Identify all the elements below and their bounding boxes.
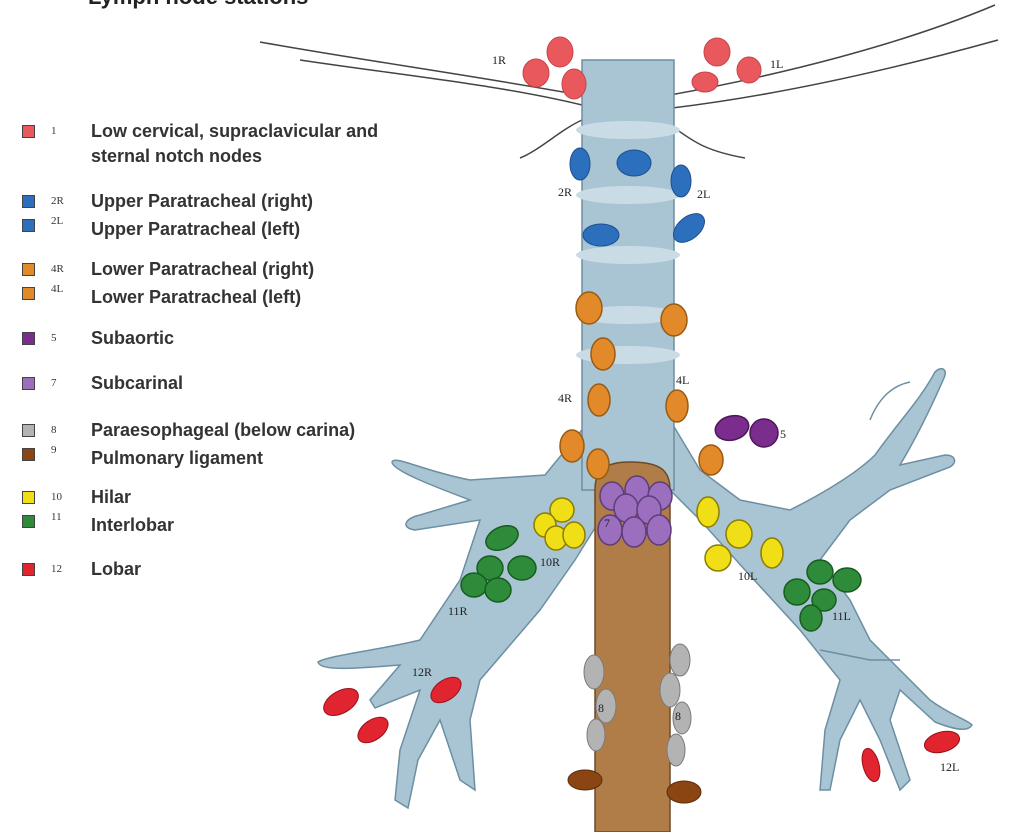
legend-swatch-12 bbox=[22, 563, 35, 576]
legend-code-4L: 4L bbox=[51, 283, 63, 295]
station-5-nodes bbox=[712, 412, 778, 447]
legend-label-5: Subaortic bbox=[91, 326, 174, 351]
legend-code-4R: 4R bbox=[51, 263, 64, 275]
legend-label-9: Pulmonary ligament bbox=[91, 446, 263, 471]
legend-label-11: Interlobar bbox=[91, 513, 174, 538]
legend-label-12: Lobar bbox=[91, 557, 141, 582]
label-12L: 12L bbox=[940, 760, 959, 774]
label-11R: 11R bbox=[448, 604, 468, 618]
legend-code-11: 11 bbox=[51, 511, 62, 523]
legend-code-7: 7 bbox=[51, 377, 57, 389]
legend-swatch-2R bbox=[22, 195, 35, 208]
legend-code-5: 5 bbox=[51, 332, 57, 344]
legend-swatch-4R bbox=[22, 263, 35, 276]
legend-code-2R: 2R bbox=[51, 195, 64, 207]
legend-swatch-7 bbox=[22, 377, 35, 390]
legend-code-10: 10 bbox=[51, 491, 62, 503]
label-4R: 4R bbox=[558, 391, 572, 405]
label-10R: 10R bbox=[540, 555, 560, 569]
label-8b: 8 bbox=[675, 709, 681, 723]
label-1L: 1L bbox=[770, 57, 783, 71]
label-7: 7 bbox=[604, 516, 610, 530]
legend-code-9: 9 bbox=[51, 444, 57, 456]
label-10L: 10L bbox=[738, 569, 757, 583]
trachea bbox=[576, 60, 680, 490]
legend-label-4L: Lower Paratracheal (left) bbox=[91, 285, 301, 310]
label-2L: 2L bbox=[697, 187, 710, 201]
legend-swatch-2L bbox=[22, 219, 35, 232]
label-8a: 8 bbox=[598, 701, 604, 715]
legend-code-12: 12 bbox=[51, 563, 62, 575]
legend-swatch-11 bbox=[22, 515, 35, 528]
legend-label-1-line2: sternal notch nodes bbox=[91, 144, 262, 169]
legend-code-1: 1 bbox=[51, 125, 57, 137]
legend-label-4R: Lower Paratracheal (right) bbox=[91, 257, 314, 282]
label-5: 5 bbox=[780, 427, 786, 441]
legend-swatch-4L bbox=[22, 287, 35, 300]
legend-swatch-1 bbox=[22, 125, 35, 138]
legend-label-2R: Upper Paratracheal (right) bbox=[91, 189, 313, 214]
legend-label-1: Low cervical, supraclavicular and bbox=[91, 119, 378, 144]
legend-label-7: Subcarinal bbox=[91, 371, 183, 396]
label-4L: 4L bbox=[676, 373, 689, 387]
legend-swatch-10 bbox=[22, 491, 35, 504]
legend-label-2L: Upper Paratracheal (left) bbox=[91, 217, 300, 242]
legend-swatch-8 bbox=[22, 424, 35, 437]
legend-swatch-5 bbox=[22, 332, 35, 345]
label-1R: 1R bbox=[492, 53, 506, 67]
legend-code-8: 8 bbox=[51, 424, 57, 436]
legend-label-10: Hilar bbox=[91, 485, 131, 510]
legend-code-2L: 2L bbox=[51, 215, 63, 227]
legend-label-8: Paraesophageal (below carina) bbox=[91, 418, 355, 443]
legend-swatch-9 bbox=[22, 448, 35, 461]
label-11L: 11L bbox=[832, 609, 851, 623]
label-2R: 2R bbox=[558, 185, 572, 199]
shoulder-outline-left bbox=[670, 125, 745, 158]
label-12R: 12R bbox=[412, 665, 432, 679]
